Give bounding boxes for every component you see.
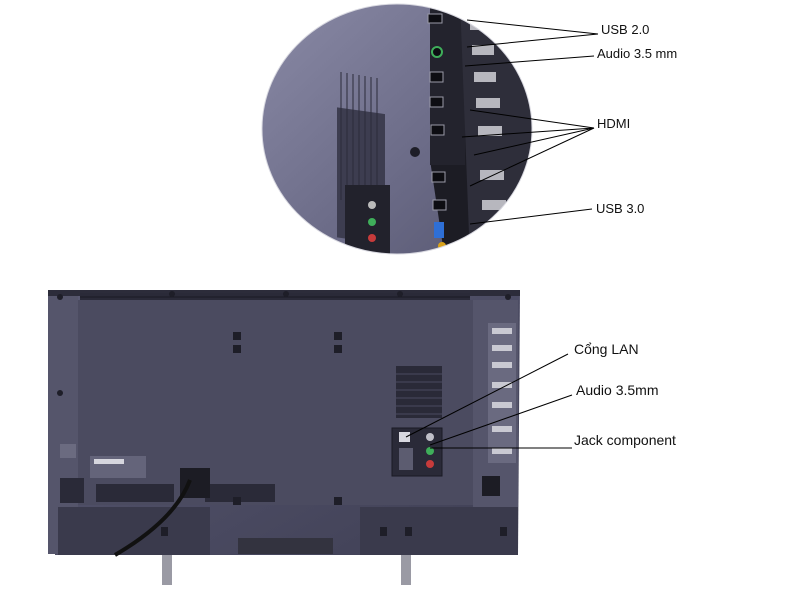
lan-port (399, 432, 410, 442)
label-usb-2-0: USB 2.0 (601, 22, 650, 37)
tv-leader-lines (405, 353, 573, 449)
stand-leg-left (162, 540, 172, 585)
tv-rear-panel (48, 290, 520, 585)
side-vent-grille (396, 366, 442, 418)
zoom-screw-hole (410, 147, 420, 157)
zoom-hdmi-port-5 (432, 199, 447, 211)
label-lan-port: Cổng LAN (574, 341, 639, 357)
zoom-leader-lines (461, 19, 599, 225)
bottom-vent-right (205, 484, 275, 502)
zoom-usb3-port (434, 222, 444, 238)
zoom-hdmi-port-3 (430, 124, 445, 136)
stand-base (58, 507, 210, 555)
label-audio-3-5-mm: Audio 3.5 mm (597, 46, 678, 61)
power-cable (113, 479, 192, 557)
zoom-hdmi-port-4 (431, 171, 446, 183)
zoom-detail (261, 3, 533, 255)
zoom-hdmi-port-2 (429, 96, 444, 108)
label-jack-component: Jack component (574, 432, 676, 448)
zoom-hdmi-port-1 (429, 71, 444, 83)
label-hdmi: HDMI (597, 116, 631, 131)
label-usb-3-0: USB 3.0 (596, 201, 645, 216)
stand-leg-right (401, 540, 411, 585)
zoom-audio-jack (431, 46, 443, 58)
label-audio-3-5mm: Audio 3.5mm (576, 382, 659, 398)
bottom-vent-left (96, 484, 174, 502)
zoom-usb2-port (427, 13, 443, 24)
audio-jack (426, 433, 434, 441)
